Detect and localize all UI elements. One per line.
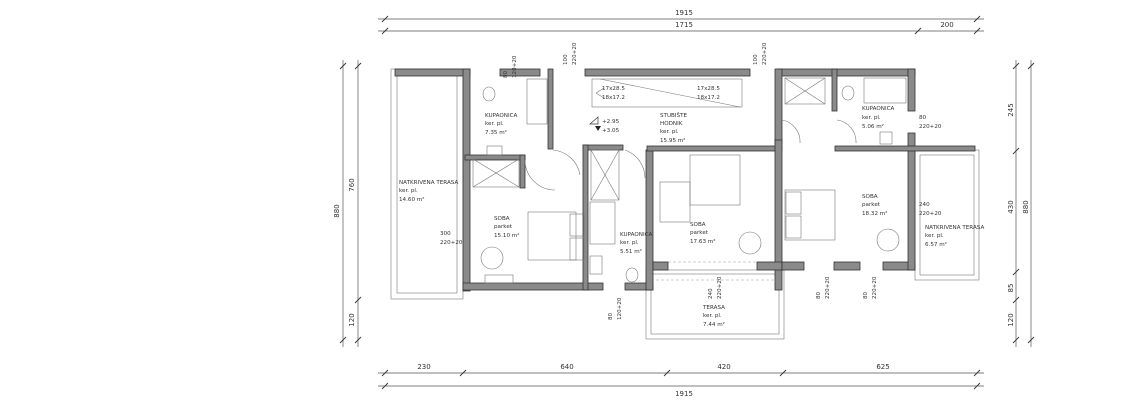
opening-w: 80 xyxy=(503,70,509,78)
walls xyxy=(394,68,976,292)
opening-h: 120+20 xyxy=(512,55,518,78)
room-hall: STUBIŠTE HODNIK ker. pl. 15.95 m² xyxy=(660,112,688,144)
room-area: 15.10 m² xyxy=(494,232,519,239)
dim-top-total: 1915 xyxy=(675,9,693,17)
room-floor: ker. pl. xyxy=(862,115,881,121)
stair-labels: 17x28.5 18x17.2 17x28.5 18x17.2 +2.95 +3… xyxy=(589,86,720,134)
room-floor: parket xyxy=(690,230,709,236)
room-area: 15.95 m² xyxy=(660,137,685,144)
opening-w: 80 xyxy=(608,312,614,320)
room-name-2: HODNIK xyxy=(660,121,683,127)
dimension-labels: 1915 1715 200 230 640 420 625 1915 880 7… xyxy=(333,9,1030,398)
room-name: STUBIŠTE xyxy=(660,112,688,119)
opening-w: 100 xyxy=(563,54,569,65)
room-terrace-left: NATKRIVENA TERASA ker. pl. 14.60 m² xyxy=(399,180,458,203)
dim-bottom-230: 230 xyxy=(417,363,430,371)
room-area: 18.32 m² xyxy=(862,210,887,217)
dim-right-85: 85 xyxy=(1007,284,1015,293)
level-marker-icon xyxy=(589,116,599,125)
opening-w: 80 xyxy=(863,291,869,299)
room-name: SOBA xyxy=(494,216,510,222)
opening-labels: 80 120+20 100 220+20 100 220+20 80 220+2… xyxy=(440,42,942,320)
room-name: NATKRIVENA TERASA xyxy=(399,180,458,186)
room-bedroom-2: SOBA parket 17.63 m² xyxy=(690,222,715,245)
room-floor: parket xyxy=(862,202,881,208)
room-floor: ker. pl. xyxy=(703,313,722,319)
dim-right-245: 245 xyxy=(1007,103,1015,116)
room-name: KUPAONICA xyxy=(862,106,894,112)
room-name: SOBA xyxy=(862,194,878,200)
opening-w: 240 xyxy=(708,288,714,299)
room-floor: ker. pl. xyxy=(399,188,418,194)
room-bath2: KUPAONICA ker. pl. 5.06 m² xyxy=(862,106,894,130)
stair-rise-2: 18x17.2 xyxy=(697,95,720,101)
opening-w: 100 xyxy=(753,54,759,65)
room-labels: KUPAONICA ker. pl. 7.35 m² STUBIŠTE HODN… xyxy=(399,106,984,328)
room-name: SOBA xyxy=(690,222,706,228)
stair-step-1: 17x28.5 xyxy=(602,86,625,92)
room-bath1: KUPAONICA ker. pl. 7.35 m² xyxy=(485,113,517,136)
room-area: 6.57 m² xyxy=(925,241,947,248)
level-upper: +2.95 xyxy=(602,119,620,125)
dim-left-total: 880 xyxy=(333,204,341,217)
opening-w: 240 xyxy=(919,202,930,208)
room-floor: ker. pl. xyxy=(925,233,944,239)
room-name: KUPAONICA xyxy=(485,113,517,119)
room-bedroom-3: SOBA parket 18.32 m² xyxy=(862,194,887,217)
dim-top-main: 1715 xyxy=(675,21,693,29)
room-area: 5.51 m² xyxy=(620,248,642,255)
opening-h: 220+20 xyxy=(572,42,578,65)
dim-bottom-total: 1915 xyxy=(675,390,693,398)
dim-left-bottom: 120 xyxy=(348,313,356,326)
opening-w: 80 xyxy=(816,291,822,299)
dim-right-total: 880 xyxy=(1022,200,1030,213)
room-area: 7.35 m² xyxy=(485,129,507,136)
dim-bottom-420: 420 xyxy=(717,363,730,371)
room-area: 17.63 m² xyxy=(690,238,715,245)
dim-bottom-640: 640 xyxy=(560,363,573,371)
room-terrace-right: NATKRIVENA TERASA ker. pl. 6.57 m² xyxy=(925,225,984,248)
stair-step-2: 17x28.5 xyxy=(697,86,720,92)
room-bedroom-1: SOBA parket 15.10 m² xyxy=(494,216,519,239)
room-name: TERASA xyxy=(702,305,725,311)
dim-right-120: 120 xyxy=(1007,313,1015,326)
stair-rise-1: 18x17.2 xyxy=(602,95,625,101)
opening-h: 220+20 xyxy=(825,276,831,299)
fixtures xyxy=(472,77,907,284)
opening-h: 220+20 xyxy=(872,276,878,299)
opening-h: 220+20 xyxy=(919,211,942,217)
level-lower: +3.05 xyxy=(602,128,620,134)
dimension-lines xyxy=(339,15,1035,390)
room-floor: ker. pl. xyxy=(620,240,639,246)
dim-right-430: 430 xyxy=(1007,200,1015,213)
opening-w: 300 xyxy=(440,231,451,237)
dim-top-right: 200 xyxy=(940,21,953,29)
opening-h: 220+20 xyxy=(440,240,463,246)
opening-h: 220+20 xyxy=(919,124,942,130)
opening-h: 120+20 xyxy=(617,297,623,320)
room-floor: ker. pl. xyxy=(660,129,679,135)
room-terrace-bottom: TERASA ker. pl. 7.44 m² xyxy=(702,305,725,328)
room-area: 14.60 m² xyxy=(399,196,424,203)
opening-w: 80 xyxy=(919,115,927,121)
opening-h: 220+20 xyxy=(762,42,768,65)
room-name: KUPAONICA xyxy=(620,232,652,238)
room-bath3: KUPAONICA ker. pl. 5.51 m² xyxy=(620,232,652,255)
room-name: NATKRIVENA TERASA xyxy=(925,225,984,231)
room-floor: parket xyxy=(494,224,513,230)
level-arrow-icon xyxy=(595,126,601,131)
room-area: 5.06 m² xyxy=(862,123,884,130)
dim-bottom-625: 625 xyxy=(876,363,889,371)
opening-h: 220+20 xyxy=(717,276,723,299)
dim-left-main: 760 xyxy=(348,178,356,191)
room-floor: ker. pl. xyxy=(485,121,504,127)
room-area: 7.44 m² xyxy=(703,321,725,328)
